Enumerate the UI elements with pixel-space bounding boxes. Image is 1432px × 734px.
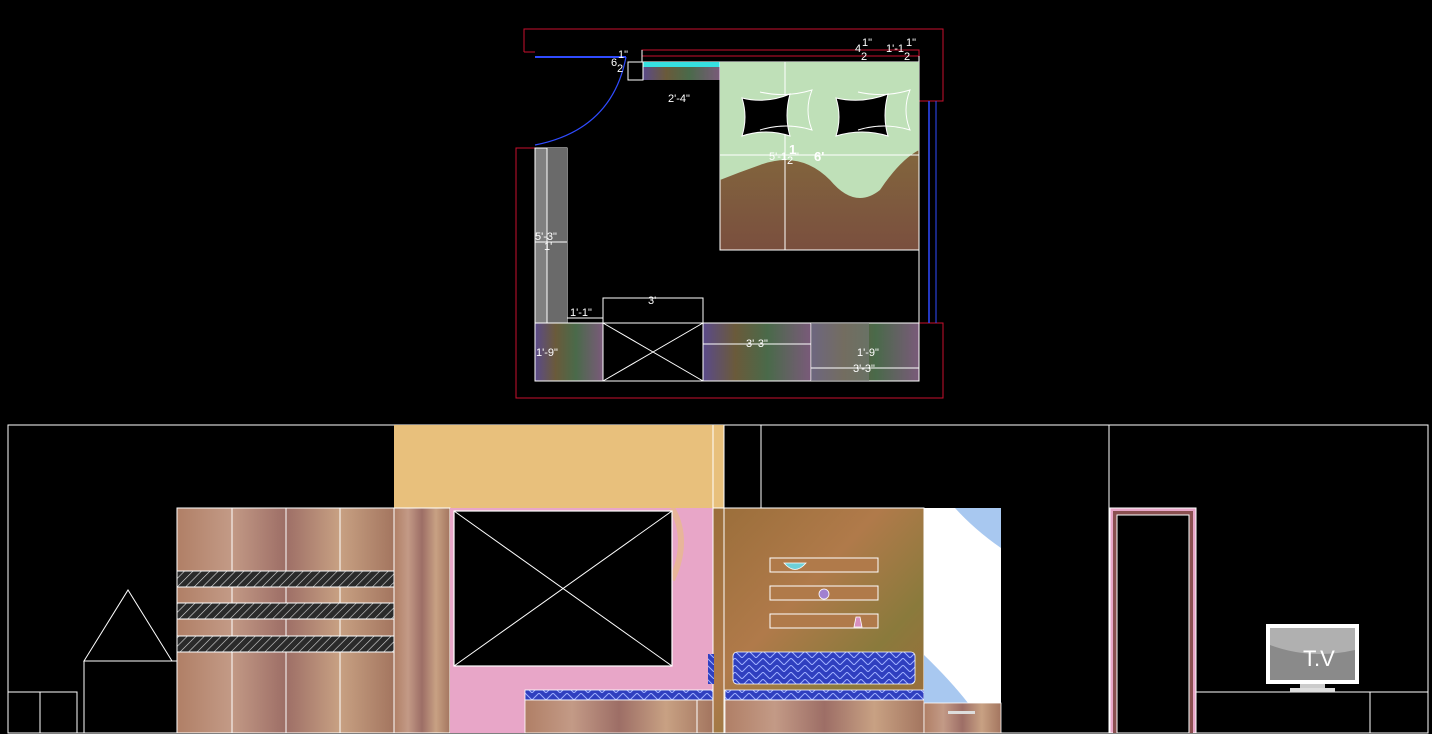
wardrobe-hatch-3 [176, 635, 395, 653]
dim-right-unit-2: 3'-3" [853, 363, 875, 375]
low-cushion-right [724, 689, 925, 701]
lamp-shade [83, 589, 173, 662]
shelf-cushion [732, 651, 916, 685]
vase-decor-1 [818, 588, 830, 600]
wardrobe-left [534, 147, 568, 324]
dim-bed-width-tail: " [795, 151, 799, 163]
plan-wall-left-bottom [515, 147, 944, 399]
storage-bottom-row [534, 297, 920, 382]
dim-left-unit: 1'-9" [536, 347, 558, 359]
pillow-right [835, 93, 889, 137]
dim-gap: 1'-1" [570, 307, 592, 319]
low-cushion-left [524, 689, 714, 701]
floor-plan: 6 1" 2 4 1" 2 1'-1 1" 2 2'-4" 5'-1 1 2 "… [515, 28, 944, 399]
dim-top-offset: 6 [611, 57, 617, 69]
lamp-base [83, 660, 178, 734]
dim-wardrobe-side-2: 1' [544, 241, 552, 253]
drawer-handle [948, 711, 975, 714]
elevation: T.V [7, 424, 1429, 734]
shelf-unit [708, 507, 925, 734]
bowl-decor [783, 562, 807, 570]
pillow-left [741, 93, 791, 137]
upper-panel [394, 425, 724, 508]
side-cabinet [7, 691, 78, 734]
tv-cabinet [1195, 691, 1429, 734]
wardrobe-elevation [176, 507, 451, 734]
dim-top-right-a-den: 2 [861, 51, 867, 63]
tv-label: T.V [1303, 646, 1335, 671]
dim-top-offset-frac: 1" [618, 49, 628, 61]
dim-bed-width-den: 2 [787, 155, 793, 167]
plan-wall-top [523, 28, 944, 102]
dim-bedside: 2'-4" [668, 93, 690, 105]
door-elevation [1109, 507, 1197, 734]
door-swing-arc [534, 56, 627, 146]
dim-right-unit: 1'-9" [857, 347, 879, 359]
tv-panel [453, 510, 673, 667]
window-curtain [923, 508, 1002, 734]
dim-mid-unit: 3'-3" [746, 338, 768, 350]
wardrobe-hatch-2 [176, 602, 395, 620]
dim-bed-length: 6' [814, 149, 824, 164]
shelf-3 [769, 613, 879, 629]
tv-set: T.V [1266, 624, 1359, 692]
dim-wardrobe-side: 5'-3" [535, 231, 557, 243]
bed [719, 61, 920, 251]
dim-top-right-b-frac: 1" [906, 37, 916, 49]
dim-top-offset-den: 2 [617, 63, 623, 75]
dim-top-right-a: 4 [855, 43, 861, 55]
dim-top-right-b: 1'-1 [886, 43, 904, 55]
dim-bed-width: 5'-1 [769, 151, 787, 163]
vase-decor-2 [853, 616, 863, 628]
dim-bed-width-frac: 1 [789, 142, 796, 157]
dim-top-right-b-den: 2 [904, 51, 910, 63]
dim-tv-unit: 3' [648, 295, 656, 307]
dim-top-right-a-frac: 1" [862, 37, 872, 49]
wardrobe-hatch-1 [176, 570, 395, 588]
